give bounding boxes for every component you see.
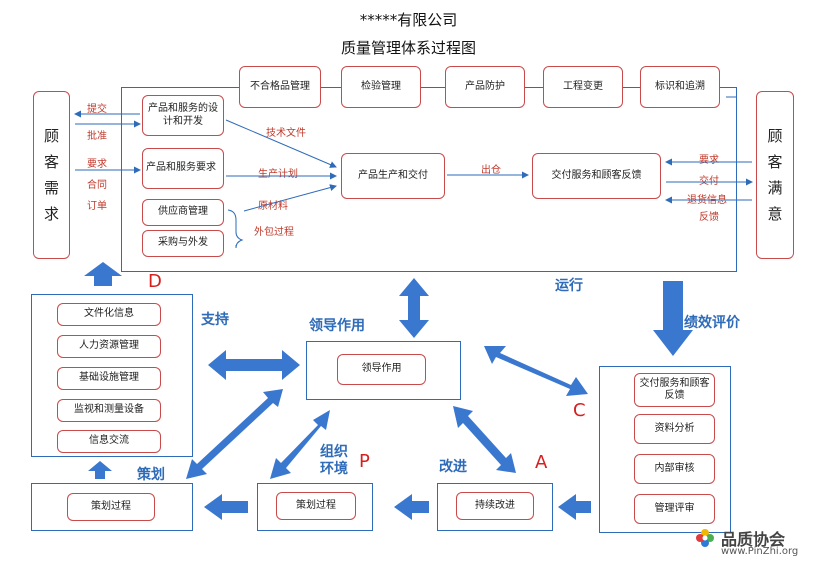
design-development-box: 产品和服务的设计和开发: [142, 95, 224, 136]
pdca-letter-c: C: [573, 400, 586, 421]
label-order: 订单: [87, 201, 107, 212]
support-item: 人力资源管理: [57, 335, 161, 358]
customer-satisfaction-box: 顾 客 满 意: [756, 91, 794, 259]
pdca-letter-d: D: [148, 271, 162, 292]
customer-req-char: 需: [43, 179, 59, 197]
block-arrow-leadership-performance: [484, 346, 588, 396]
org-env-title: 组织环境: [320, 444, 348, 477]
org-env-planning-box: 策划过程: [276, 492, 356, 520]
block-arrow-orgenv-leadership: [270, 410, 330, 479]
performance-item: 内部审核: [634, 454, 715, 484]
label-approve: 批准: [87, 131, 107, 142]
block-arrow-planning-to-support: [88, 461, 112, 479]
block-arrow-improve-leadership: [453, 406, 516, 473]
label-raw-material: 原材料: [258, 201, 288, 212]
block-arrow-orgenv-to-planning: [204, 494, 248, 520]
nonconforming-product-box: 不合格品管理: [239, 66, 321, 108]
support-item: 文件化信息: [57, 303, 161, 326]
label-request: 要求: [87, 159, 107, 170]
customer-req-char: 顾: [43, 126, 59, 145]
company-name: *****有限公司: [359, 11, 458, 29]
label-feedback: 反馈: [699, 212, 719, 223]
product-requirements-box: 产品和服务要求: [142, 148, 224, 189]
supply-brace: [227, 209, 244, 249]
label-require: 要求: [699, 155, 719, 166]
pdca-letter-p: P: [359, 451, 370, 472]
watermark-brand: 品质协会: [721, 530, 786, 549]
improve-title: 改进: [439, 459, 467, 475]
planning-process-box: 策划过程: [67, 493, 155, 521]
leadership-box: 领导作用: [337, 354, 426, 385]
watermark: 品质协会 www.PinZhi.org: [695, 526, 815, 560]
operation-label: 运行: [555, 278, 583, 294]
pdca-letter-a: A: [535, 452, 548, 473]
customer-sat-char: 顾: [767, 126, 783, 145]
block-arrow-planning-support: [186, 389, 283, 479]
support-item: 信息交流: [57, 430, 161, 453]
block-arrow-support-to-operation: [84, 262, 122, 286]
customer-sat-char: 客: [767, 152, 783, 171]
performance-item: 资料分析: [634, 414, 715, 444]
supplier-management-box: 供应商管理: [142, 199, 224, 226]
customer-requirements-box: 顾 客 需 求: [33, 91, 70, 259]
performance-item: 交付服务和顾客反馈: [634, 373, 715, 407]
diagram-title: 质量管理体系过程图: [340, 39, 476, 57]
identification-trace-box: 标识和追溯: [640, 66, 720, 108]
flower-logo-icon: [696, 529, 714, 547]
arrow-design-to-production: [225, 119, 337, 168]
block-arrow-support-leadership: [208, 350, 300, 380]
product-protection-box: 产品防护: [445, 66, 525, 108]
customer-req-char: 求: [43, 205, 59, 224]
customer-sat-char: 满: [767, 179, 783, 197]
support-item: 基础设施管理: [57, 367, 161, 390]
label-prod-plan: 生产计划: [258, 169, 298, 180]
planning-title: 策划: [137, 467, 165, 483]
label-submit: 提交: [87, 104, 107, 115]
performance-item: 管理评审: [634, 494, 715, 524]
inspection-box: 检验管理: [341, 66, 421, 108]
support-item: 监视和测量设备: [57, 399, 161, 422]
label-contract: 合同: [87, 180, 107, 191]
arrow-supply-to-production: [243, 184, 337, 212]
customer-sat-char: 意: [767, 205, 783, 224]
performance-title: 绩效评价: [684, 315, 740, 331]
block-arrow-performance-to-improve: [558, 494, 591, 520]
engineering-change-box: 工程变更: [543, 66, 623, 108]
watermark-url: www.PinZhi.org: [721, 546, 799, 557]
block-arrow-operation-leadership: [399, 278, 429, 338]
label-shipment: 出仓: [481, 165, 501, 176]
production-delivery-box: 产品生产和交付: [341, 153, 445, 199]
label-outsource: 外包过程: [254, 227, 294, 238]
label-tech-doc: 技术文件: [266, 128, 306, 139]
support-title: 支持: [201, 312, 229, 328]
block-arrow-improve-to-orgenv: [394, 494, 429, 520]
block-arrow-operation-to-performance: [653, 281, 693, 356]
purchase-outsourcing-box: 采购与外发: [142, 230, 224, 257]
leadership-title: 领导作用: [309, 318, 365, 334]
customer-req-char: 客: [43, 152, 59, 171]
continuous-improvement-box: 持续改进: [456, 492, 534, 520]
delivery-feedback-box: 交付服务和顾客反馈: [532, 153, 661, 199]
